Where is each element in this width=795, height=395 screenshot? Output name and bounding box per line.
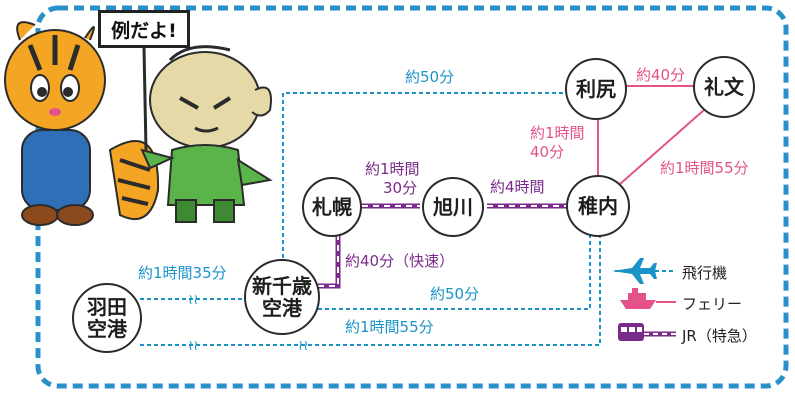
break-mark: ≀≀ xyxy=(188,338,199,354)
node-wakkanai: 稚内 xyxy=(566,175,630,237)
label-chitose-wakkanai: 約50分 xyxy=(430,285,480,303)
label-chitose-rishiri: 約50分 xyxy=(405,68,455,86)
green-mascot-illustration xyxy=(140,45,273,223)
label-rebun-wakkanai: 約1時間55分 xyxy=(660,159,749,177)
air-route-haneda-wakkanai xyxy=(140,237,601,346)
legend-airplane-label: 飛行機 xyxy=(682,264,728,282)
ferry-icon xyxy=(620,288,676,309)
label-rishiri-wakkanai-1: 約1時間 xyxy=(530,124,585,142)
airplane-icon xyxy=(612,258,676,284)
sign-text: 例だよ! xyxy=(111,19,177,42)
label-haneda-wakkanai: 約1時間55分 xyxy=(345,318,434,336)
legend-jr-label: JR（特急） xyxy=(682,327,757,345)
label-chitose-sapporo: 約40分（快速） xyxy=(345,252,455,270)
legend-ferry-label: フェリー xyxy=(682,295,743,313)
break-mark: ≀≀ xyxy=(188,292,199,308)
label-sapporo-asahikawa-1: 約1時間 xyxy=(365,160,420,178)
node-rishiri: 利尻 xyxy=(565,58,627,120)
ferry-route-rebun-wakkanai xyxy=(619,109,705,185)
jr-route-chitose-sapporo xyxy=(318,234,341,289)
train-icon xyxy=(618,323,676,341)
break-mark: ≀≀ xyxy=(298,338,309,354)
node-shin-chitose-airport: 新千歳 空港 xyxy=(244,259,320,335)
label-rishiri-wakkanai-2: 40分 xyxy=(530,143,565,161)
example-sign: 例だよ! xyxy=(98,10,190,48)
node-sapporo: 札幌 xyxy=(302,177,362,237)
label-sapporo-asahikawa-2: 30分 xyxy=(383,179,418,197)
node-asahikawa: 旭川 xyxy=(422,177,484,237)
chipmunk-mascot-illustration xyxy=(4,21,160,226)
air-route-chitose-rishiri xyxy=(282,92,566,258)
label-haneda-chitose: 約1時間35分 xyxy=(138,264,227,282)
label-rishiri-rebun: 約40分 xyxy=(636,66,686,84)
label-asahikawa-wakkanai: 約4時間 xyxy=(490,178,545,196)
node-rebun: 礼文 xyxy=(693,56,755,118)
node-haneda-airport: 羽田 空港 xyxy=(72,283,142,353)
